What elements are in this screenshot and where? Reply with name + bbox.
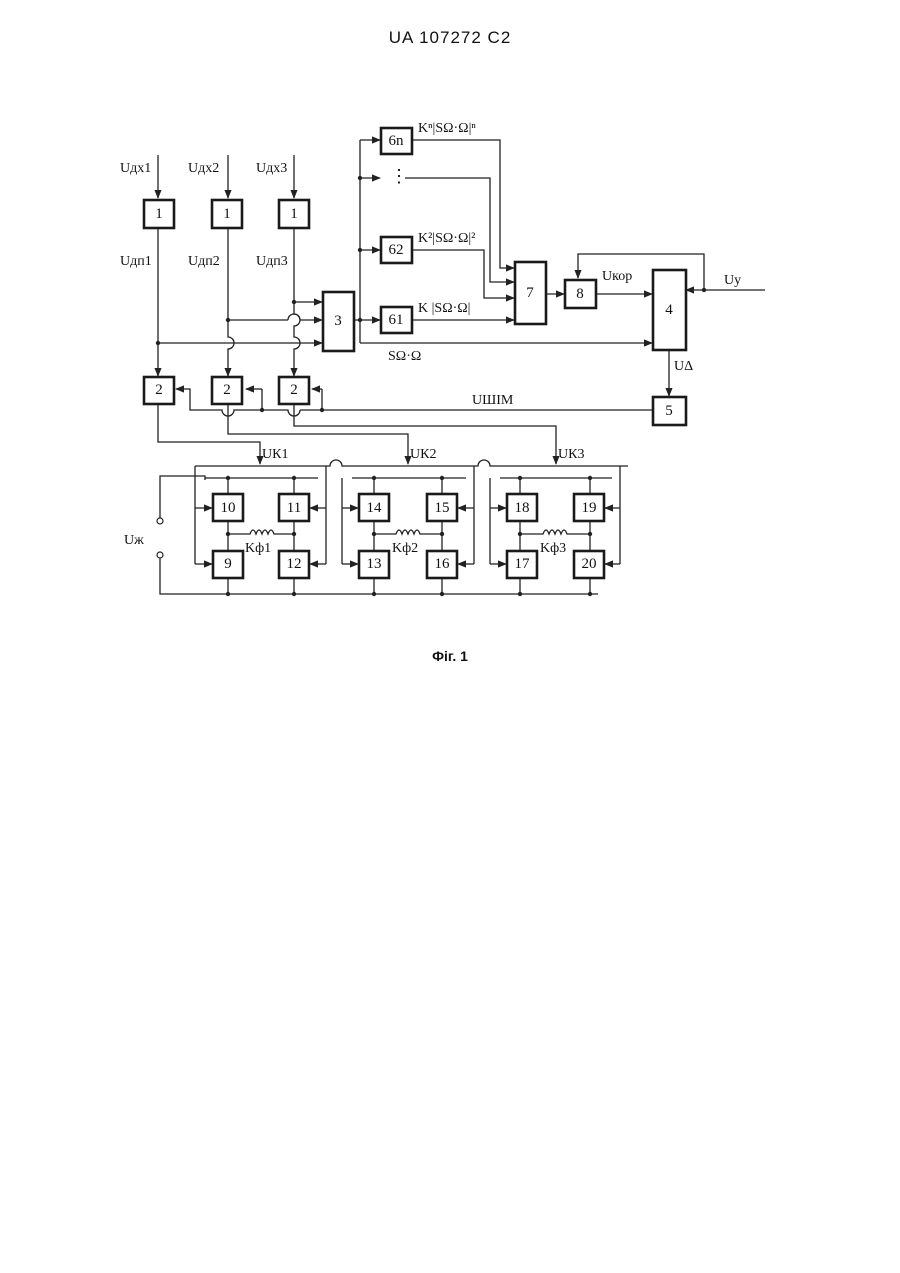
block-label: 10 — [221, 500, 236, 516]
label-dots: ⋮ — [390, 166, 408, 186]
block-2a: 2 — [144, 377, 174, 404]
block-17: 17 — [507, 551, 537, 578]
label-u-zh: Uж — [124, 533, 144, 548]
block-label: 15 — [435, 500, 450, 516]
block-label: 3 — [334, 313, 342, 329]
label-u-dp3: Uдп3 — [256, 254, 288, 269]
label-u-shim: UШІМ — [472, 393, 514, 408]
block-10: 10 — [213, 494, 243, 521]
block-16: 16 — [427, 551, 457, 578]
block-label: 19 — [582, 500, 597, 516]
label-u-kor: Uкор — [602, 269, 632, 284]
block-label: 2 — [223, 382, 231, 398]
block-label: 6n — [389, 133, 405, 149]
label-k1: K |SΩ·Ω| — [418, 301, 470, 316]
label-k-f1: Kф1 — [245, 541, 271, 556]
sensor-block-1c: 1 — [279, 200, 309, 228]
signal-labels: Uдх1 Uдх2 Uдх3 Uдп1 Uдп2 Uдп3 Kⁿ|SΩ·Ω|ⁿ … — [120, 121, 741, 556]
block-5: 5 — [653, 397, 686, 425]
label-u-dx2: Uдх2 — [188, 161, 219, 176]
block-label: 1 — [223, 206, 231, 222]
label-u-y: Uу — [724, 273, 741, 288]
block-19: 19 — [574, 494, 604, 521]
block-2c: 2 — [279, 377, 309, 404]
label-u-k2: UК2 — [410, 447, 436, 462]
block-label: 1 — [290, 206, 298, 222]
block-61: 61 — [381, 307, 412, 333]
block-label: 17 — [515, 556, 531, 572]
block-label: 2 — [290, 382, 298, 398]
label-k-f2: Kф2 — [392, 541, 418, 556]
block-12: 12 — [279, 551, 309, 578]
block-label: 8 — [576, 286, 584, 302]
block-label: 61 — [389, 312, 404, 328]
block-13: 13 — [359, 551, 389, 578]
block-label: 11 — [287, 500, 301, 516]
label-s-omega: SΩ·Ω — [388, 349, 421, 364]
block-20: 20 — [574, 551, 604, 578]
block-18: 18 — [507, 494, 537, 521]
label-u-dx1: Uдх1 — [120, 161, 151, 176]
block-11: 11 — [279, 494, 309, 521]
block-2b: 2 — [212, 377, 242, 404]
label-k-f3: Kф3 — [540, 541, 566, 556]
block-3: 3 — [323, 292, 354, 351]
block-6n: 6n — [381, 128, 412, 154]
block-label: 14 — [367, 500, 383, 516]
block-label: 1 — [155, 206, 163, 222]
label-u-dp2: Uдп2 — [188, 254, 220, 269]
sensor-block-1b: 1 — [212, 200, 242, 228]
block-label: 9 — [224, 556, 232, 572]
figure-caption: Фіг. 1 — [0, 648, 900, 664]
block-9: 9 — [213, 551, 243, 578]
block-8: 8 — [565, 280, 596, 308]
block-62: 62 — [381, 237, 412, 263]
label-u-dp1: Uдп1 — [120, 254, 152, 269]
block-7: 7 — [515, 262, 546, 324]
block-label: 16 — [435, 556, 451, 572]
block-label: 2 — [155, 382, 163, 398]
block-label: 5 — [665, 403, 673, 419]
block-4: 4 — [653, 270, 686, 350]
block-15: 15 — [427, 494, 457, 521]
label-k2: K²|SΩ·Ω|² — [418, 231, 475, 246]
label-kn: Kⁿ|SΩ·Ω|ⁿ — [418, 121, 476, 136]
block-14: 14 — [359, 494, 389, 521]
label-u-delta: UΔ — [674, 359, 693, 374]
block-label: 18 — [515, 500, 530, 516]
block-label: 20 — [582, 556, 597, 572]
label-u-k3: UК3 — [558, 447, 584, 462]
block-label: 7 — [526, 285, 534, 301]
block-label: 4 — [665, 302, 673, 318]
label-u-k1: UК1 — [262, 447, 288, 462]
label-u-dx3: Uдх3 — [256, 161, 287, 176]
block-label: 12 — [287, 556, 302, 572]
sensor-block-1a: 1 — [144, 200, 174, 228]
block-label: 62 — [389, 242, 404, 258]
block-label: 13 — [367, 556, 382, 572]
